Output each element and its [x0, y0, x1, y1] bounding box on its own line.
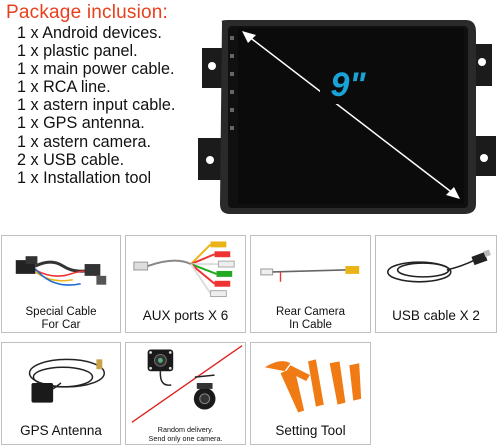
- caption-line: Rear Camera: [275, 306, 346, 318]
- screen-size-label: 9": [330, 66, 366, 104]
- aux-cable-image: [133, 241, 235, 298]
- caption-line: Special Cable: [25, 306, 97, 318]
- caption: GPS Antenna: [20, 423, 102, 438]
- package-list: 1 x Android devices. 1 x plastic panel. …: [17, 24, 175, 187]
- gps-antenna-image: [28, 358, 106, 403]
- list-item: 1 x astern input cable.: [17, 96, 176, 115]
- list-item: 1 x astern camera.: [17, 132, 152, 151]
- caption: USB cable X 2: [392, 308, 480, 323]
- caption: AUX ports X 6: [142, 308, 229, 323]
- accessory-special-cable: Special Cable For Car: [1, 235, 121, 333]
- wiring-harness-image: [15, 256, 107, 286]
- caption-line: For Car: [41, 319, 81, 331]
- camera-image: [131, 345, 243, 423]
- list-item: 1 x plastic panel.: [17, 42, 138, 61]
- list-item: 1 x Android devices.: [17, 24, 162, 42]
- list-item: 1 x Installation tool: [17, 168, 152, 187]
- package-title: Package inclusion:: [6, 2, 169, 23]
- accessory-gps-antenna: GPS Antenna: [1, 342, 121, 445]
- caption-line: Send only one camera.: [148, 434, 223, 443]
- pry-tools-image: [264, 359, 362, 413]
- accessory-aux-ports: AUX ports X 6: [125, 235, 246, 333]
- accessory-setting-tool: Setting Tool: [250, 342, 371, 445]
- list-item: 1 x GPS antenna.: [17, 114, 145, 133]
- list-item: 1 x main power cable.: [17, 60, 175, 79]
- caption-line: Random delivery.: [157, 425, 214, 434]
- list-item: 1 x RCA line.: [17, 78, 111, 97]
- list-item: 2 x USB cable.: [17, 150, 125, 169]
- usb-cable-image: [387, 249, 491, 283]
- camera-cable-image: [260, 266, 360, 282]
- accessory-rear-camera-cable: Rear Camera In Cable: [250, 235, 371, 333]
- caption: Setting Tool: [275, 423, 346, 438]
- head-unit-image: 9": [198, 20, 496, 214]
- accessory-usb-cable: USB cable X 2: [375, 235, 497, 333]
- accessory-camera: Random delivery. Send only one camera.: [125, 342, 246, 445]
- caption-line: In Cable: [289, 319, 332, 331]
